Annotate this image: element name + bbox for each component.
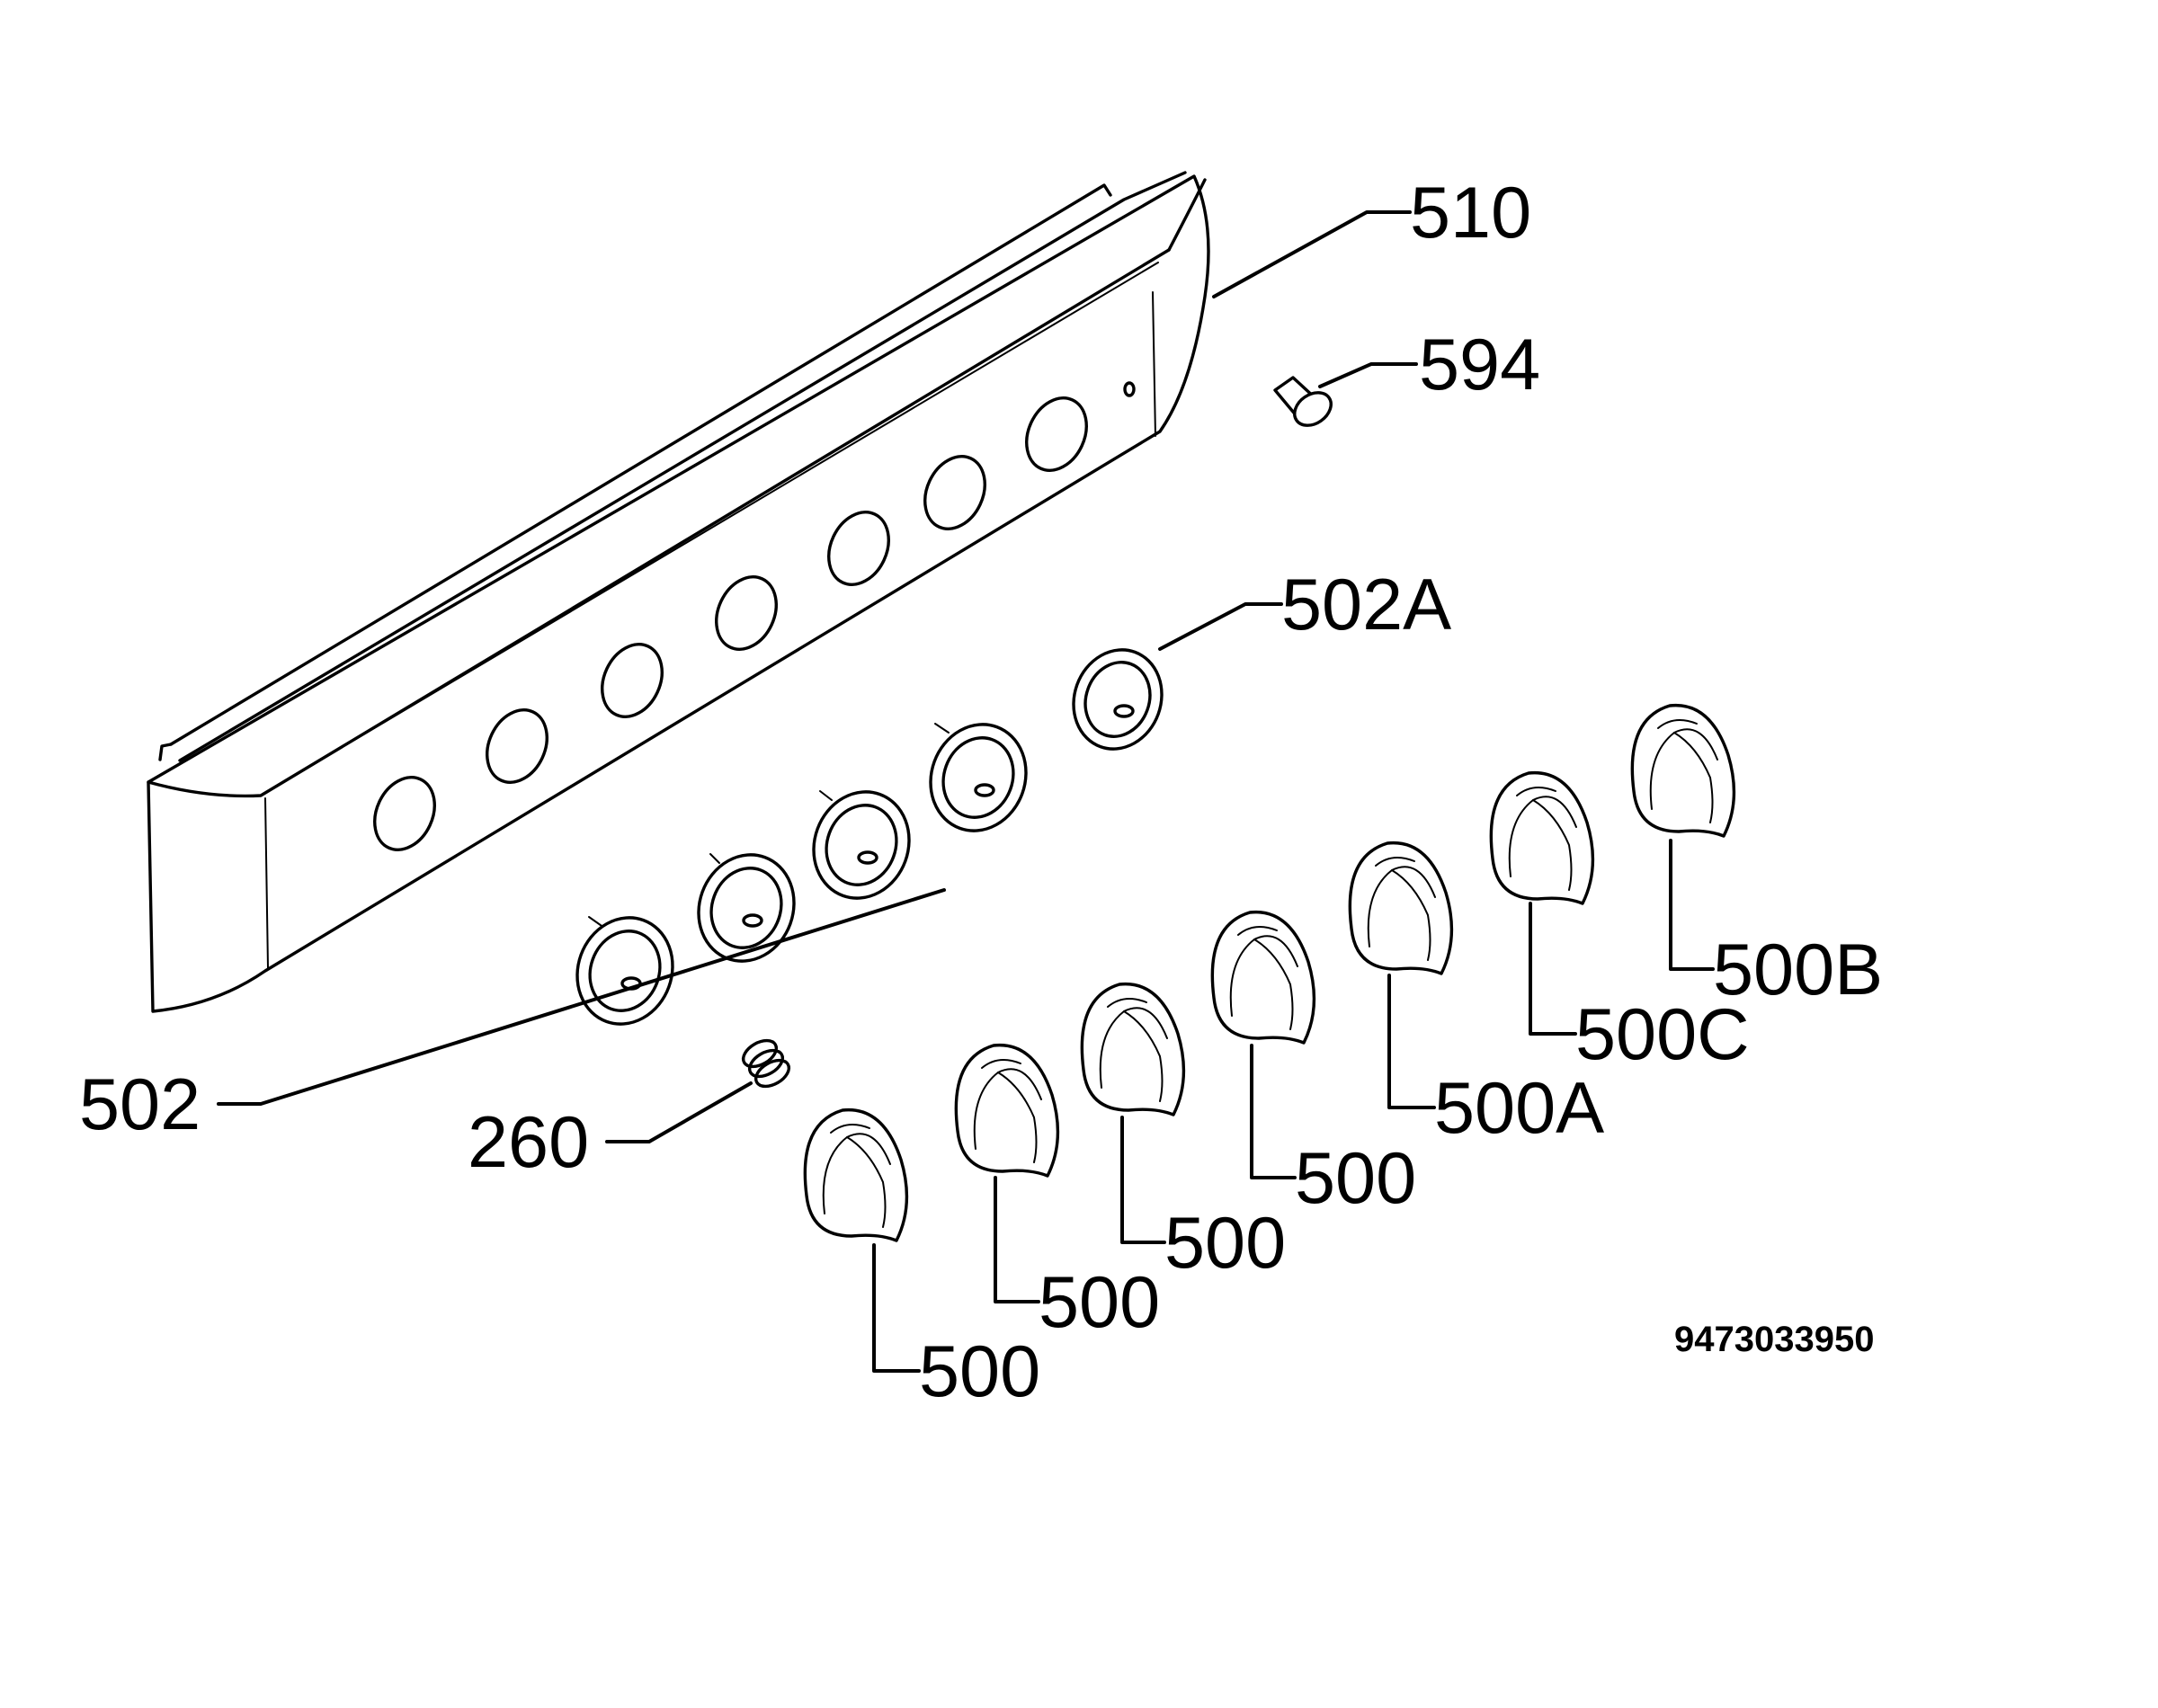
knob-4 (1210, 910, 1316, 1045)
callout-knob-6: 500C (1575, 994, 1750, 1075)
callout-knob-1: 500 (919, 1331, 1040, 1412)
callout-502a: 502A (1281, 565, 1451, 645)
callout-260: 260 (468, 1102, 589, 1183)
callout-knob-3: 500 (1164, 1203, 1286, 1284)
spring-part (741, 1038, 791, 1089)
clip-part (1273, 376, 1333, 427)
leader-lines (217, 210, 1715, 1373)
knob-7 (1630, 703, 1736, 838)
bezel-3 (812, 790, 911, 900)
callout-594: 594 (1419, 325, 1540, 405)
panel-knob-holes (373, 396, 1088, 851)
callout-knob-2: 500 (1039, 1262, 1160, 1343)
bezel-2 (697, 853, 796, 963)
knob-3 (1080, 982, 1186, 1116)
callout-502: 502 (79, 1064, 201, 1145)
bezel-1 (575, 916, 674, 1026)
knob-1 (803, 1108, 909, 1242)
callout-510: 510 (1410, 173, 1531, 254)
callout-labels: 510 594 502A 502 260 500 500 500 500 500… (79, 173, 1883, 1412)
control-panel (147, 171, 1210, 1013)
callout-knob-4: 500 (1295, 1138, 1416, 1219)
bezel-rings (575, 648, 1164, 1026)
knob-2 (954, 1043, 1060, 1178)
bezel-5 (1072, 648, 1164, 751)
callout-knob-5: 500A (1434, 1068, 1604, 1149)
callout-knob-7: 500B (1713, 930, 1883, 1010)
knob-6 (1489, 770, 1595, 905)
document-number: 9473033950 (1674, 1320, 1874, 1359)
bezel-4 (929, 723, 1028, 832)
knob-5 (1348, 841, 1454, 975)
